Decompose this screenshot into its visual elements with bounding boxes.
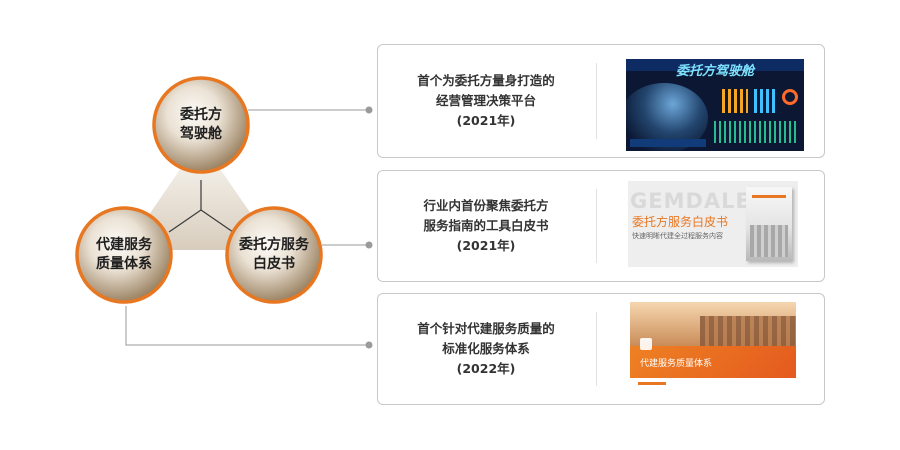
circle-label-line2: 质量体系 [96, 256, 152, 272]
quality-system-thumbnail: 代建服务质量体系 [630, 302, 796, 390]
card-divider [596, 63, 597, 139]
card-text: 首个为委托方量身打造的 经营管理决策平台 (2021年) [378, 45, 594, 157]
card-cockpit: 首个为委托方量身打造的 经营管理决策平台 (2021年) 委托方驾驶舱 [377, 44, 825, 158]
whitepaper-book-buildings [750, 225, 788, 257]
card-line2: 服务指南的工具白皮书 [423, 218, 549, 233]
dashboard-bars-a [722, 89, 748, 113]
quality-title: 代建服务质量体系 [640, 359, 713, 369]
center-y-lines [168, 180, 234, 233]
whitepaper-title: 委托方服务白皮书 [632, 215, 729, 229]
quality-buildings [700, 316, 796, 346]
whitepaper-book-header [752, 195, 786, 198]
dashboard-bottom-bars [714, 121, 798, 143]
circle-label-line1: 代建服务 [96, 237, 152, 253]
circle-label-quality-system: 代建服务 质量体系 [64, 236, 184, 274]
dashboard-header-bar [626, 59, 804, 71]
card-text: 首个针对代建服务质量的 标准化服务体系 (2022年) [378, 294, 594, 404]
whitepaper-bg-text: GEMDALE [630, 189, 751, 213]
quality-logo-icon [640, 338, 652, 350]
card-year: (2022年) [456, 361, 516, 376]
circle-quality-system [75, 206, 173, 304]
card-line2: 标准化服务体系 [442, 341, 530, 356]
circle-label-line1: 委托方 [180, 107, 222, 123]
circle-label-line2: 白皮书 [253, 256, 295, 272]
card-line2: 经营管理决策平台 [435, 93, 536, 108]
card-whitepaper: 行业内首份聚焦委托方 服务指南的工具白皮书 (2021年) GEMDALE 委托… [377, 170, 825, 282]
card-line1: 首个为委托方量身打造的 [417, 73, 555, 88]
connector-dots [365, 106, 373, 349]
card-text: 行业内首份聚焦委托方 服务指南的工具白皮书 (2021年) [378, 171, 594, 281]
circle-cockpit [152, 76, 250, 174]
card-line1: 行业内首份聚焦委托方 [423, 198, 549, 213]
circle-label-line1: 委托方服务 [239, 237, 309, 253]
dashboard-gauge [782, 89, 798, 105]
connector-lines [125, 109, 369, 346]
circle-label-whitepaper: 委托方服务 白皮书 [214, 236, 334, 274]
circle-label-line2: 驾驶舱 [180, 126, 222, 142]
whitepaper-subtitle: 快速明晰代建全过程服务内容 [632, 232, 723, 240]
card-quality-system: 首个针对代建服务质量的 标准化服务体系 (2022年) 代建服务质量体系 [377, 293, 825, 405]
quality-footer-mark [638, 382, 666, 385]
cockpit-dashboard-thumbnail: 委托方驾驶舱 [626, 59, 804, 151]
card-year: (2021年) [456, 238, 516, 253]
dashboard-left-panel [630, 139, 706, 147]
card-divider [596, 189, 597, 263]
circle-label-cockpit: 委托方 驾驶舱 [141, 106, 261, 144]
quality-bottom-band [630, 378, 796, 390]
card-line1: 首个针对代建服务质量的 [417, 321, 555, 336]
circle-whitepaper [225, 206, 323, 304]
whitepaper-thumbnail: GEMDALE 委托方服务白皮书 快速明晰代建全过程服务内容 [628, 181, 798, 267]
dashboard-bars-b [754, 89, 778, 113]
card-year: (2021年) [456, 113, 516, 128]
dashboard-title: 委托方驾驶舱 [675, 64, 754, 79]
card-divider [596, 312, 597, 386]
